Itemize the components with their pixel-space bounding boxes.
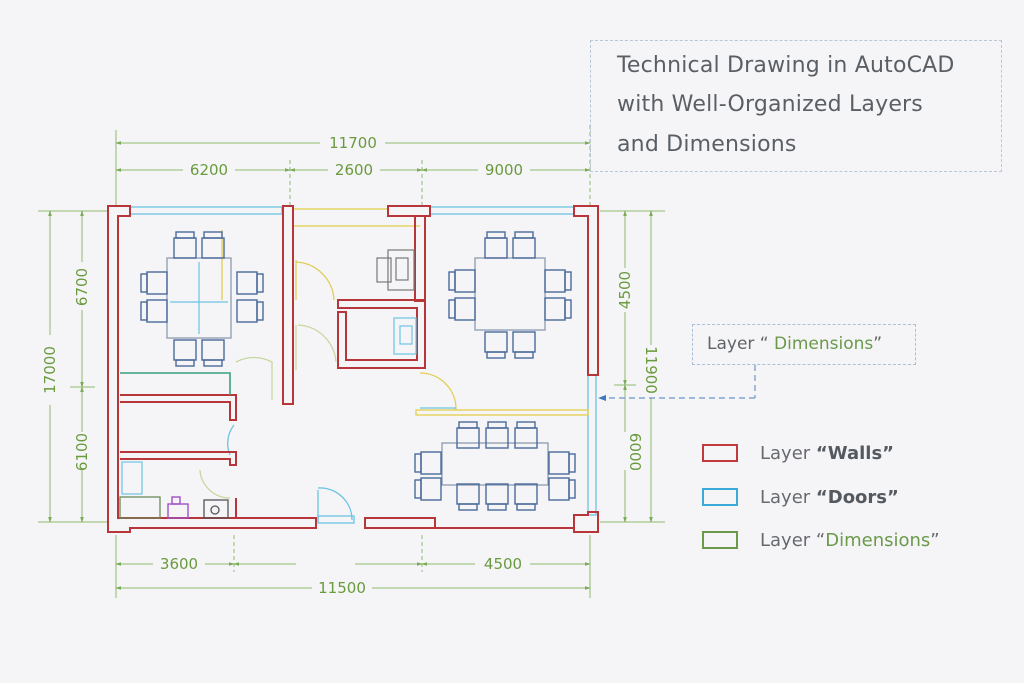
dim-bottom-seg-2: 4500 xyxy=(484,555,522,573)
shower-icon xyxy=(121,461,143,495)
walls-swatch-icon xyxy=(702,444,738,462)
callout-leader xyxy=(602,365,756,399)
legend-name: “Walls” xyxy=(815,442,894,464)
dim-left-seg-2: 6100 xyxy=(73,433,91,471)
title-box: Technical Drawing in AutoCAD with Well-O… xyxy=(590,40,1002,172)
dimensions-callout: Layer “ Dimensions” xyxy=(692,324,916,365)
doors-layer xyxy=(129,206,597,524)
table-conference xyxy=(414,421,576,511)
dim-right-total: 11900 xyxy=(642,346,660,394)
title-line-3: and Dimensions xyxy=(617,132,797,157)
dimension-labels: 11700 6200 2600 9000 3600 4500 11500 170… xyxy=(41,134,660,597)
desk-upper xyxy=(376,249,415,291)
legend-item-dimensions: Layer “ Dimensions” xyxy=(702,529,940,551)
dim-top-seg-1: 6200 xyxy=(190,161,228,179)
legend-prefix: Layer xyxy=(760,442,811,464)
table-top-right xyxy=(448,231,572,359)
dim-left-seg-1: 6700 xyxy=(73,268,91,306)
callout-name: Dimensions xyxy=(774,334,874,354)
legend-suffix: ” xyxy=(930,529,940,551)
dim-top-total: 11700 xyxy=(329,134,377,152)
legend-name: “Doors” xyxy=(815,486,899,508)
legend-prefix: Layer “ xyxy=(760,529,826,551)
title-line-1: Technical Drawing in AutoCAD xyxy=(617,53,955,78)
dim-left-total: 17000 xyxy=(41,346,59,394)
legend-prefix: Layer xyxy=(760,486,811,508)
dim-right-seg-2: 6000 xyxy=(626,433,644,471)
table-top-left xyxy=(140,231,264,367)
title-line-2: with Well-Organized Layers xyxy=(617,92,923,117)
legend-name: Dimensions xyxy=(825,529,931,551)
legend-item-walls: Layer “Walls” xyxy=(702,442,894,464)
dimension-layer xyxy=(38,125,665,598)
dim-top-seg-2: 2600 xyxy=(335,161,373,179)
doors-swatch-icon xyxy=(702,488,738,506)
legend-item-doors: Layer “Doors” xyxy=(702,486,899,508)
callout-suffix: ” xyxy=(873,334,883,354)
counter xyxy=(120,372,231,395)
callout-prefix: Layer “ xyxy=(707,334,775,354)
desk-lower xyxy=(393,317,417,355)
dim-right-seg-1: 4500 xyxy=(616,271,634,309)
yellow-lines xyxy=(221,208,589,416)
bathroom-fixtures xyxy=(119,496,229,519)
dim-top-seg-3: 9000 xyxy=(485,161,523,179)
dim-bottom-total: 11500 xyxy=(318,579,366,597)
dimensions-swatch-icon xyxy=(702,531,738,549)
dim-bottom-seg-1: 3600 xyxy=(160,555,198,573)
walls-layer xyxy=(107,205,599,533)
callout-arrow-icon xyxy=(598,395,606,401)
sink-icon xyxy=(167,496,189,519)
